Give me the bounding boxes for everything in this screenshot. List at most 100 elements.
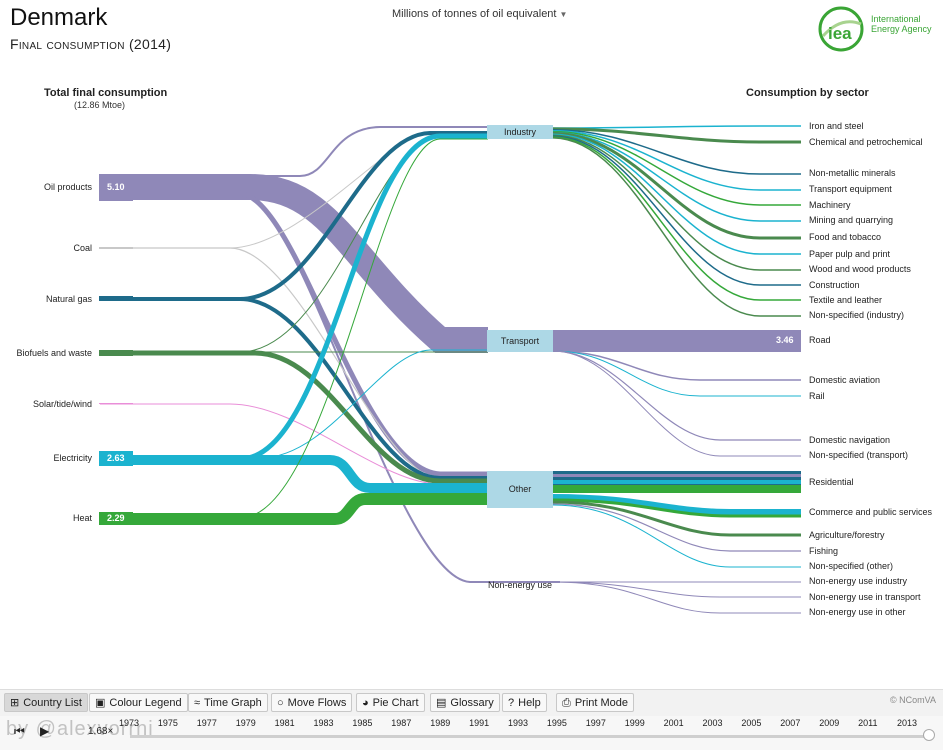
sankey-diagram (99, 125, 801, 614)
year-tick[interactable]: 1975 (157, 718, 178, 728)
unit-selector[interactable]: Millions of tonnes of oil equivalent▼ (392, 8, 567, 20)
node-industry[interactable] (487, 125, 553, 139)
node-label-other: Other (508, 484, 532, 494)
flow-gas-other[interactable] (100, 297, 488, 480)
speed-readout: 1.68× (88, 726, 114, 737)
source-bar-biofuels[interactable] (99, 350, 133, 356)
flow-electricity-industry[interactable] (100, 133, 488, 462)
year-tick[interactable]: 2003 (702, 718, 723, 728)
value-oil: 5.10 (107, 182, 125, 192)
total-consumption: (12.86 Mtoe) (74, 100, 126, 110)
flow-nonenergy-transport[interactable] (552, 581, 801, 598)
time-graph-button[interactable]: ≈Time Graph (188, 693, 268, 712)
year-tick[interactable]: 2011 (858, 718, 878, 728)
flow-other-nonspec[interactable] (552, 504, 801, 568)
year-tick[interactable]: 1997 (585, 718, 606, 728)
flow-industry-sector[interactable] (552, 129, 801, 191)
flow-industry-sector[interactable] (552, 134, 801, 271)
play-icon[interactable]: ▶ (40, 724, 50, 738)
source-bar-solar[interactable] (99, 403, 133, 404)
flow-industry-sector[interactable] (552, 131, 801, 222)
flow-gas-industry[interactable] (100, 131, 488, 301)
flow-heat-industry[interactable] (100, 138, 488, 519)
flow-industry-sector[interactable] (552, 133, 801, 255)
source-bar-coal[interactable] (99, 247, 133, 249)
flow-electricity-transport[interactable] (100, 349, 488, 459)
help-button[interactable]: ?Help (502, 693, 547, 712)
flow-industry-sector[interactable] (552, 131, 801, 240)
year-tick[interactable]: 2001 (663, 718, 684, 728)
flow-electricity-other[interactable] (100, 455, 488, 493)
flow-biofuels-other[interactable] (100, 350, 488, 484)
year-tick[interactable]: 1991 (469, 718, 490, 728)
year-tick[interactable]: 1987 (391, 718, 412, 728)
year-tick[interactable]: 1981 (274, 718, 295, 728)
flow-other-residential-elec[interactable] (553, 480, 801, 484)
country-list-button[interactable]: ⊞Country List (4, 693, 88, 712)
flow-industry-sector[interactable] (552, 129, 801, 175)
year-tick[interactable]: 1977 (196, 718, 217, 728)
flow-industry-sector[interactable] (552, 127, 801, 144)
flow-industry-sector[interactable] (552, 135, 801, 286)
node-transport[interactable] (487, 330, 553, 352)
pie-chart-button[interactable]: ◕Pie Chart (356, 693, 425, 712)
value-road: 3.46 (776, 335, 794, 345)
toolbar: ⊞Country List ▣Colour Legend ≈Time Graph… (0, 689, 943, 716)
flow-nonenergy-other[interactable] (552, 581, 801, 614)
year-tick[interactable]: 2013 (897, 718, 918, 728)
move-flows-icon: ○ (277, 697, 284, 709)
chevron-down-icon: ▼ (559, 10, 568, 19)
flow-other-residential-oil[interactable] (553, 474, 801, 477)
node-label-industry: Industry (503, 127, 536, 137)
source-label-solar: Solar/tide/wind (32, 399, 92, 409)
skip-back-icon[interactable]: ⏮ (14, 724, 25, 738)
year-tick[interactable]: 1989 (430, 718, 451, 728)
year-tick[interactable]: 1999 (624, 718, 645, 728)
source-bar-gas[interactable] (99, 296, 133, 301)
sector-label: Rail (809, 391, 825, 401)
timeline-slider-handle[interactable] (923, 729, 935, 741)
source-label-heat: Heat (72, 513, 92, 523)
year-tick[interactable]: 1979 (235, 718, 256, 728)
help-label: Help (518, 697, 541, 709)
year-tick[interactable]: 1973 (119, 718, 140, 728)
flow-heat-other[interactable] (100, 493, 488, 525)
year-tick[interactable]: 1993 (508, 718, 529, 728)
flow-transport-aviation[interactable] (552, 350, 801, 381)
flow-oil-non-energy[interactable] (100, 194, 560, 583)
flow-industry-sector[interactable] (552, 125, 801, 129)
print-mode-button[interactable]: ⎙Print Mode (556, 693, 635, 712)
flow-transport-navigation[interactable] (552, 350, 801, 441)
source-bar-electricity[interactable] (99, 451, 133, 466)
sector-label: Paper pulp and print (809, 249, 891, 259)
flow-oil-transport[interactable] (100, 174, 488, 353)
move-flows-button[interactable]: ○Move Flows (271, 693, 353, 712)
year-tick[interactable]: 2009 (819, 718, 840, 728)
source-bar-oil[interactable] (99, 174, 133, 201)
flow-transport-rail[interactable] (552, 350, 801, 397)
flow-other-commerce-heat[interactable] (552, 498, 801, 518)
flow-other-residential-heat[interactable] (553, 485, 801, 493)
flow-transport-nonspec[interactable] (552, 350, 801, 457)
flow-industry-sector[interactable] (552, 130, 801, 206)
timeline-track[interactable] (130, 735, 930, 738)
flow-transport-road[interactable] (553, 330, 801, 352)
flow-other-agriculture[interactable] (552, 500, 801, 537)
year-tick[interactable]: 1983 (313, 718, 334, 728)
year-tick[interactable]: 2005 (741, 718, 762, 728)
node-other[interactable] (487, 471, 553, 508)
flow-solar-other[interactable] (100, 403, 488, 485)
colour-legend-button[interactable]: ▣Colour Legend (89, 693, 188, 712)
year-tick[interactable]: 2007 (780, 718, 801, 728)
flow-industry-sector[interactable] (552, 137, 801, 317)
flow-other-fishing[interactable] (552, 503, 801, 552)
source-bar-heat[interactable] (99, 512, 133, 525)
year-tick[interactable]: 1985 (352, 718, 373, 728)
glossary-button[interactable]: ▤Glossary (430, 693, 500, 712)
sector-label: Non-specified (industry) (809, 310, 905, 320)
year-tick[interactable]: 1995 (546, 718, 567, 728)
flow-oil-industry[interactable] (100, 126, 488, 177)
legend-icon: ▣ (95, 697, 106, 709)
flow-industry-sector[interactable] (552, 136, 801, 301)
flow-other-commerce[interactable] (552, 494, 801, 515)
